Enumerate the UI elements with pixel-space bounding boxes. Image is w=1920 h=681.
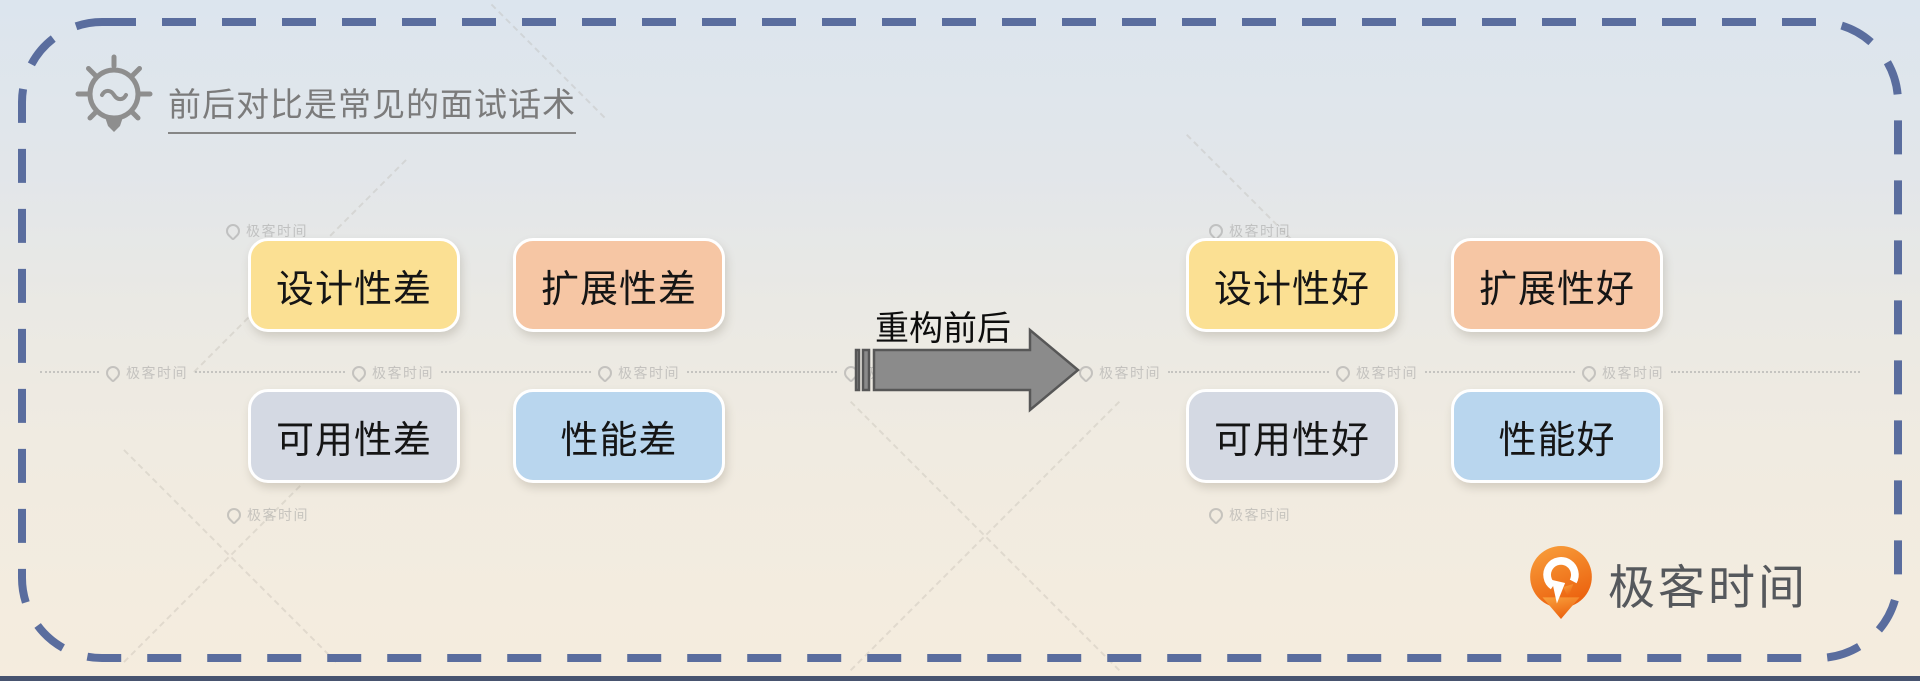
watermark: 极客时间: [1579, 363, 1664, 383]
box-label: 设计性好: [1213, 268, 1370, 311]
after-box-performance: 性能好: [1451, 389, 1663, 483]
dotted-line-segment: [195, 371, 345, 373]
geektime-mini-logo-icon: [1579, 363, 1599, 383]
box-label: 扩展性差: [540, 268, 697, 311]
before-box-availability: 可用性差: [248, 389, 460, 483]
after-box-extensibility: 扩展性好: [1451, 238, 1663, 332]
geektime-mini-logo-icon: [595, 363, 615, 383]
dotted-line-segment: [687, 371, 837, 373]
bottom-edge-strip: [0, 676, 1920, 681]
geektime-mini-logo-icon: [1333, 363, 1353, 383]
dotted-line-segment: [1425, 371, 1575, 373]
geektime-mini-logo-icon: [349, 363, 369, 383]
watermark-label: 极客时间: [1099, 365, 1161, 381]
watermark: 极客时间: [1206, 505, 1291, 525]
watermark-label: 极客时间: [126, 365, 188, 381]
geektime-mini-logo-icon: [223, 221, 243, 241]
box-label: 可用性好: [1213, 419, 1370, 462]
geektime-mini-logo-icon: [103, 363, 123, 383]
before-box-extensibility: 扩展性差: [513, 238, 725, 332]
after-box-availability: 可用性好: [1186, 389, 1398, 483]
watermark-label: 极客时间: [1229, 507, 1291, 523]
box-label: 设计性差: [275, 268, 432, 311]
after-box-design: 设计性好: [1186, 238, 1398, 332]
dotted-line-segment: [441, 371, 591, 373]
box-label: 扩展性好: [1478, 268, 1635, 311]
brand-name: 极客时间: [1608, 560, 1808, 614]
geektime-logo: 极客时间: [1528, 546, 1808, 620]
watermark: 极客时间: [103, 363, 188, 383]
right-arrow-icon: [854, 327, 1080, 413]
dotted-line-segment: [1168, 371, 1329, 373]
watermark-label: 极客时间: [1602, 365, 1664, 381]
geektime-mini-logo-icon: [1206, 505, 1226, 525]
watermark-label: 极客时间: [1356, 365, 1418, 381]
watermark: 极客时间: [1333, 363, 1418, 383]
lightbulb-icon: [75, 54, 153, 132]
geektime-logo-icon: [1530, 546, 1592, 619]
before-box-performance: 性能差: [513, 389, 725, 483]
dotted-line-segment: [40, 371, 99, 373]
watermark-label: 极客时间: [372, 365, 434, 381]
box-label: 性能差: [560, 419, 678, 462]
watermark-label: 极客时间: [247, 507, 309, 523]
geektime-mini-logo-icon: [224, 505, 244, 525]
watermark: 极客时间: [595, 363, 680, 383]
box-label: 性能好: [1498, 419, 1616, 462]
page-title: 前后对比是常见的面试话术: [168, 78, 576, 134]
watermark: 极客时间: [224, 505, 309, 525]
before-box-design: 设计性差: [248, 238, 460, 332]
watermark-label: 极客时间: [618, 365, 680, 381]
box-label: 可用性差: [275, 419, 432, 462]
dotted-line-segment: [1671, 371, 1860, 373]
watermark: 极客时间: [1076, 363, 1161, 383]
watermark: 极客时间: [349, 363, 434, 383]
